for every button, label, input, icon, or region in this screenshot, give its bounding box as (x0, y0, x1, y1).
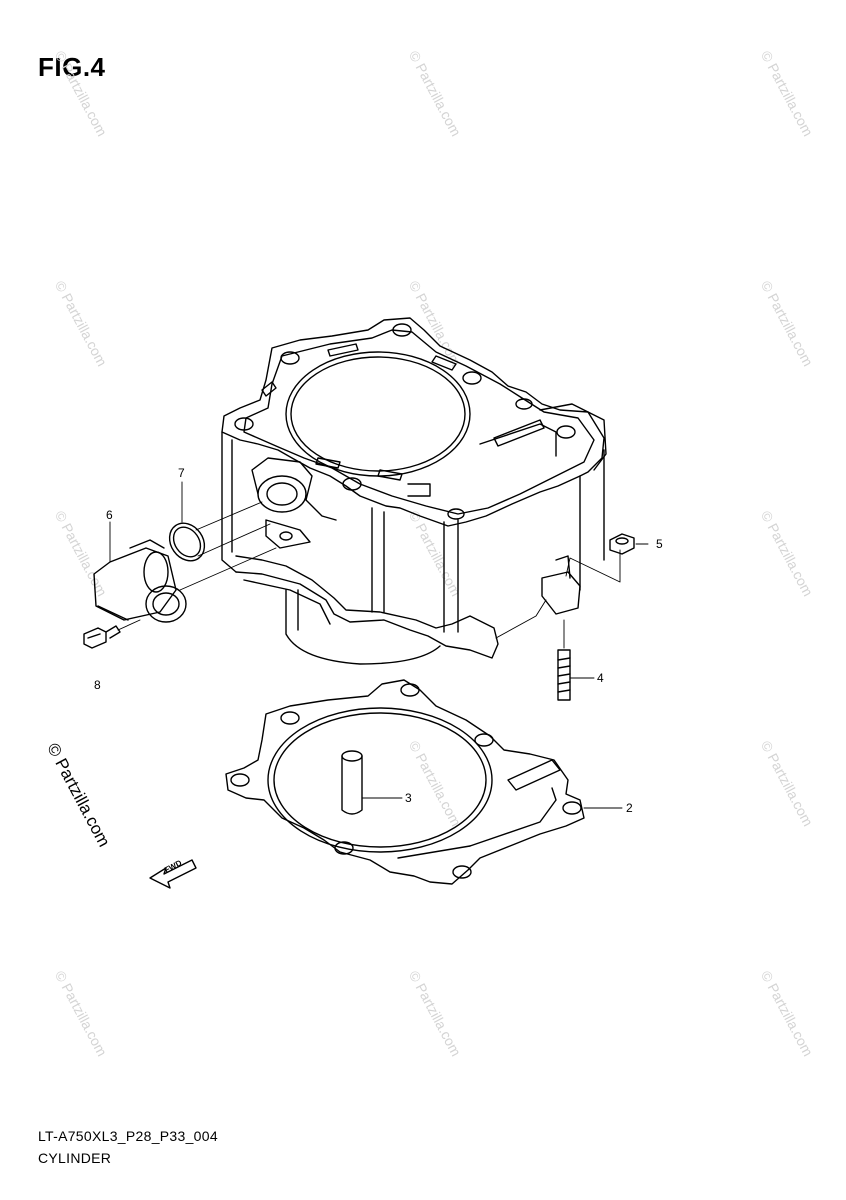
bolt (83, 625, 121, 649)
base-gasket (225, 679, 585, 885)
callout-2: 2 (626, 801, 633, 815)
diagram-code: LT-A750XL3_P28_P33_004 (38, 1128, 218, 1144)
stud-bolt (557, 649, 571, 701)
callout-8: 8 (94, 678, 101, 692)
section-name: CYLINDER (38, 1150, 112, 1166)
front-arrow-icon (149, 859, 197, 889)
callout-6: 6 (106, 508, 113, 522)
cylinder-block (221, 317, 607, 665)
figure-title: FIG.4 (38, 52, 106, 82)
callout-4: 4 (597, 671, 604, 685)
leader-lines (109, 481, 649, 809)
o-ring (168, 522, 206, 562)
nut (609, 533, 635, 555)
dowel-pin (341, 750, 363, 815)
callout-3: 3 (405, 791, 412, 805)
hose-connector (93, 539, 187, 623)
callout-7: 7 (178, 466, 185, 480)
bracket (541, 555, 581, 615)
callout-5: 5 (656, 537, 663, 551)
